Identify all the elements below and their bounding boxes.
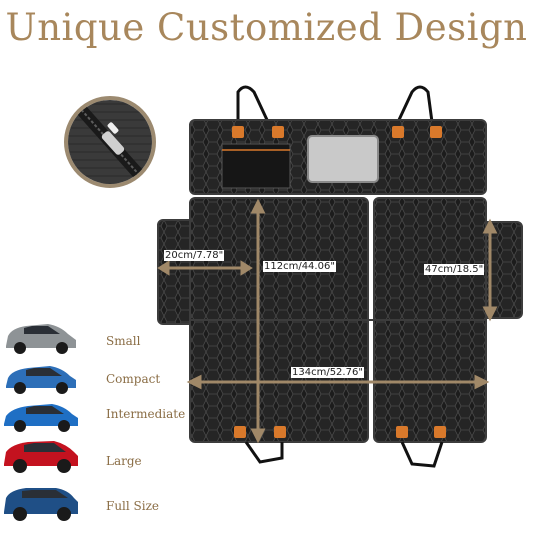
bottom-strap <box>400 441 444 468</box>
right-side-flap <box>481 221 523 319</box>
clip-icon <box>232 126 244 138</box>
size-label-full-size: Full Size <box>106 499 160 513</box>
clip-icon <box>392 126 404 138</box>
size-label-intermediate: Intermediate <box>106 407 186 421</box>
car-large-icon <box>4 441 78 473</box>
seat-length-label: 112cm/44.06" <box>263 261 336 272</box>
side-height-label: 47cm/18.5" <box>424 264 485 275</box>
size-label-compact: Compact <box>106 372 161 386</box>
clip-icon <box>396 426 408 438</box>
seat-cover-diagram <box>157 85 523 468</box>
car-intermediate-icon <box>4 404 78 432</box>
car-small-icon <box>6 324 76 354</box>
size-label-large: Large <box>106 454 142 468</box>
left-headrest-strap <box>236 85 270 123</box>
left-side-flap <box>157 219 195 325</box>
size-label-small: Small <box>106 334 141 348</box>
car-compact-icon <box>6 366 76 394</box>
right-headrest-strap <box>396 85 434 123</box>
clip-icon <box>274 426 286 438</box>
car-full-size-icon <box>4 488 78 521</box>
storage-pocket <box>221 143 291 189</box>
clip-icon <box>430 126 442 138</box>
total-width-label: 134cm/52.76" <box>291 367 364 378</box>
bottom-strap <box>244 441 284 464</box>
mesh-window <box>307 135 379 183</box>
clip-icon <box>272 126 284 138</box>
page-title: Unique Customized Design <box>5 6 528 49</box>
clip-icon <box>234 426 246 438</box>
clip-icon <box>434 426 446 438</box>
zipper-detail-zoom <box>64 96 156 188</box>
zipper-icon <box>68 100 152 184</box>
flap-width-label: 20cm/7.78" <box>164 250 225 261</box>
